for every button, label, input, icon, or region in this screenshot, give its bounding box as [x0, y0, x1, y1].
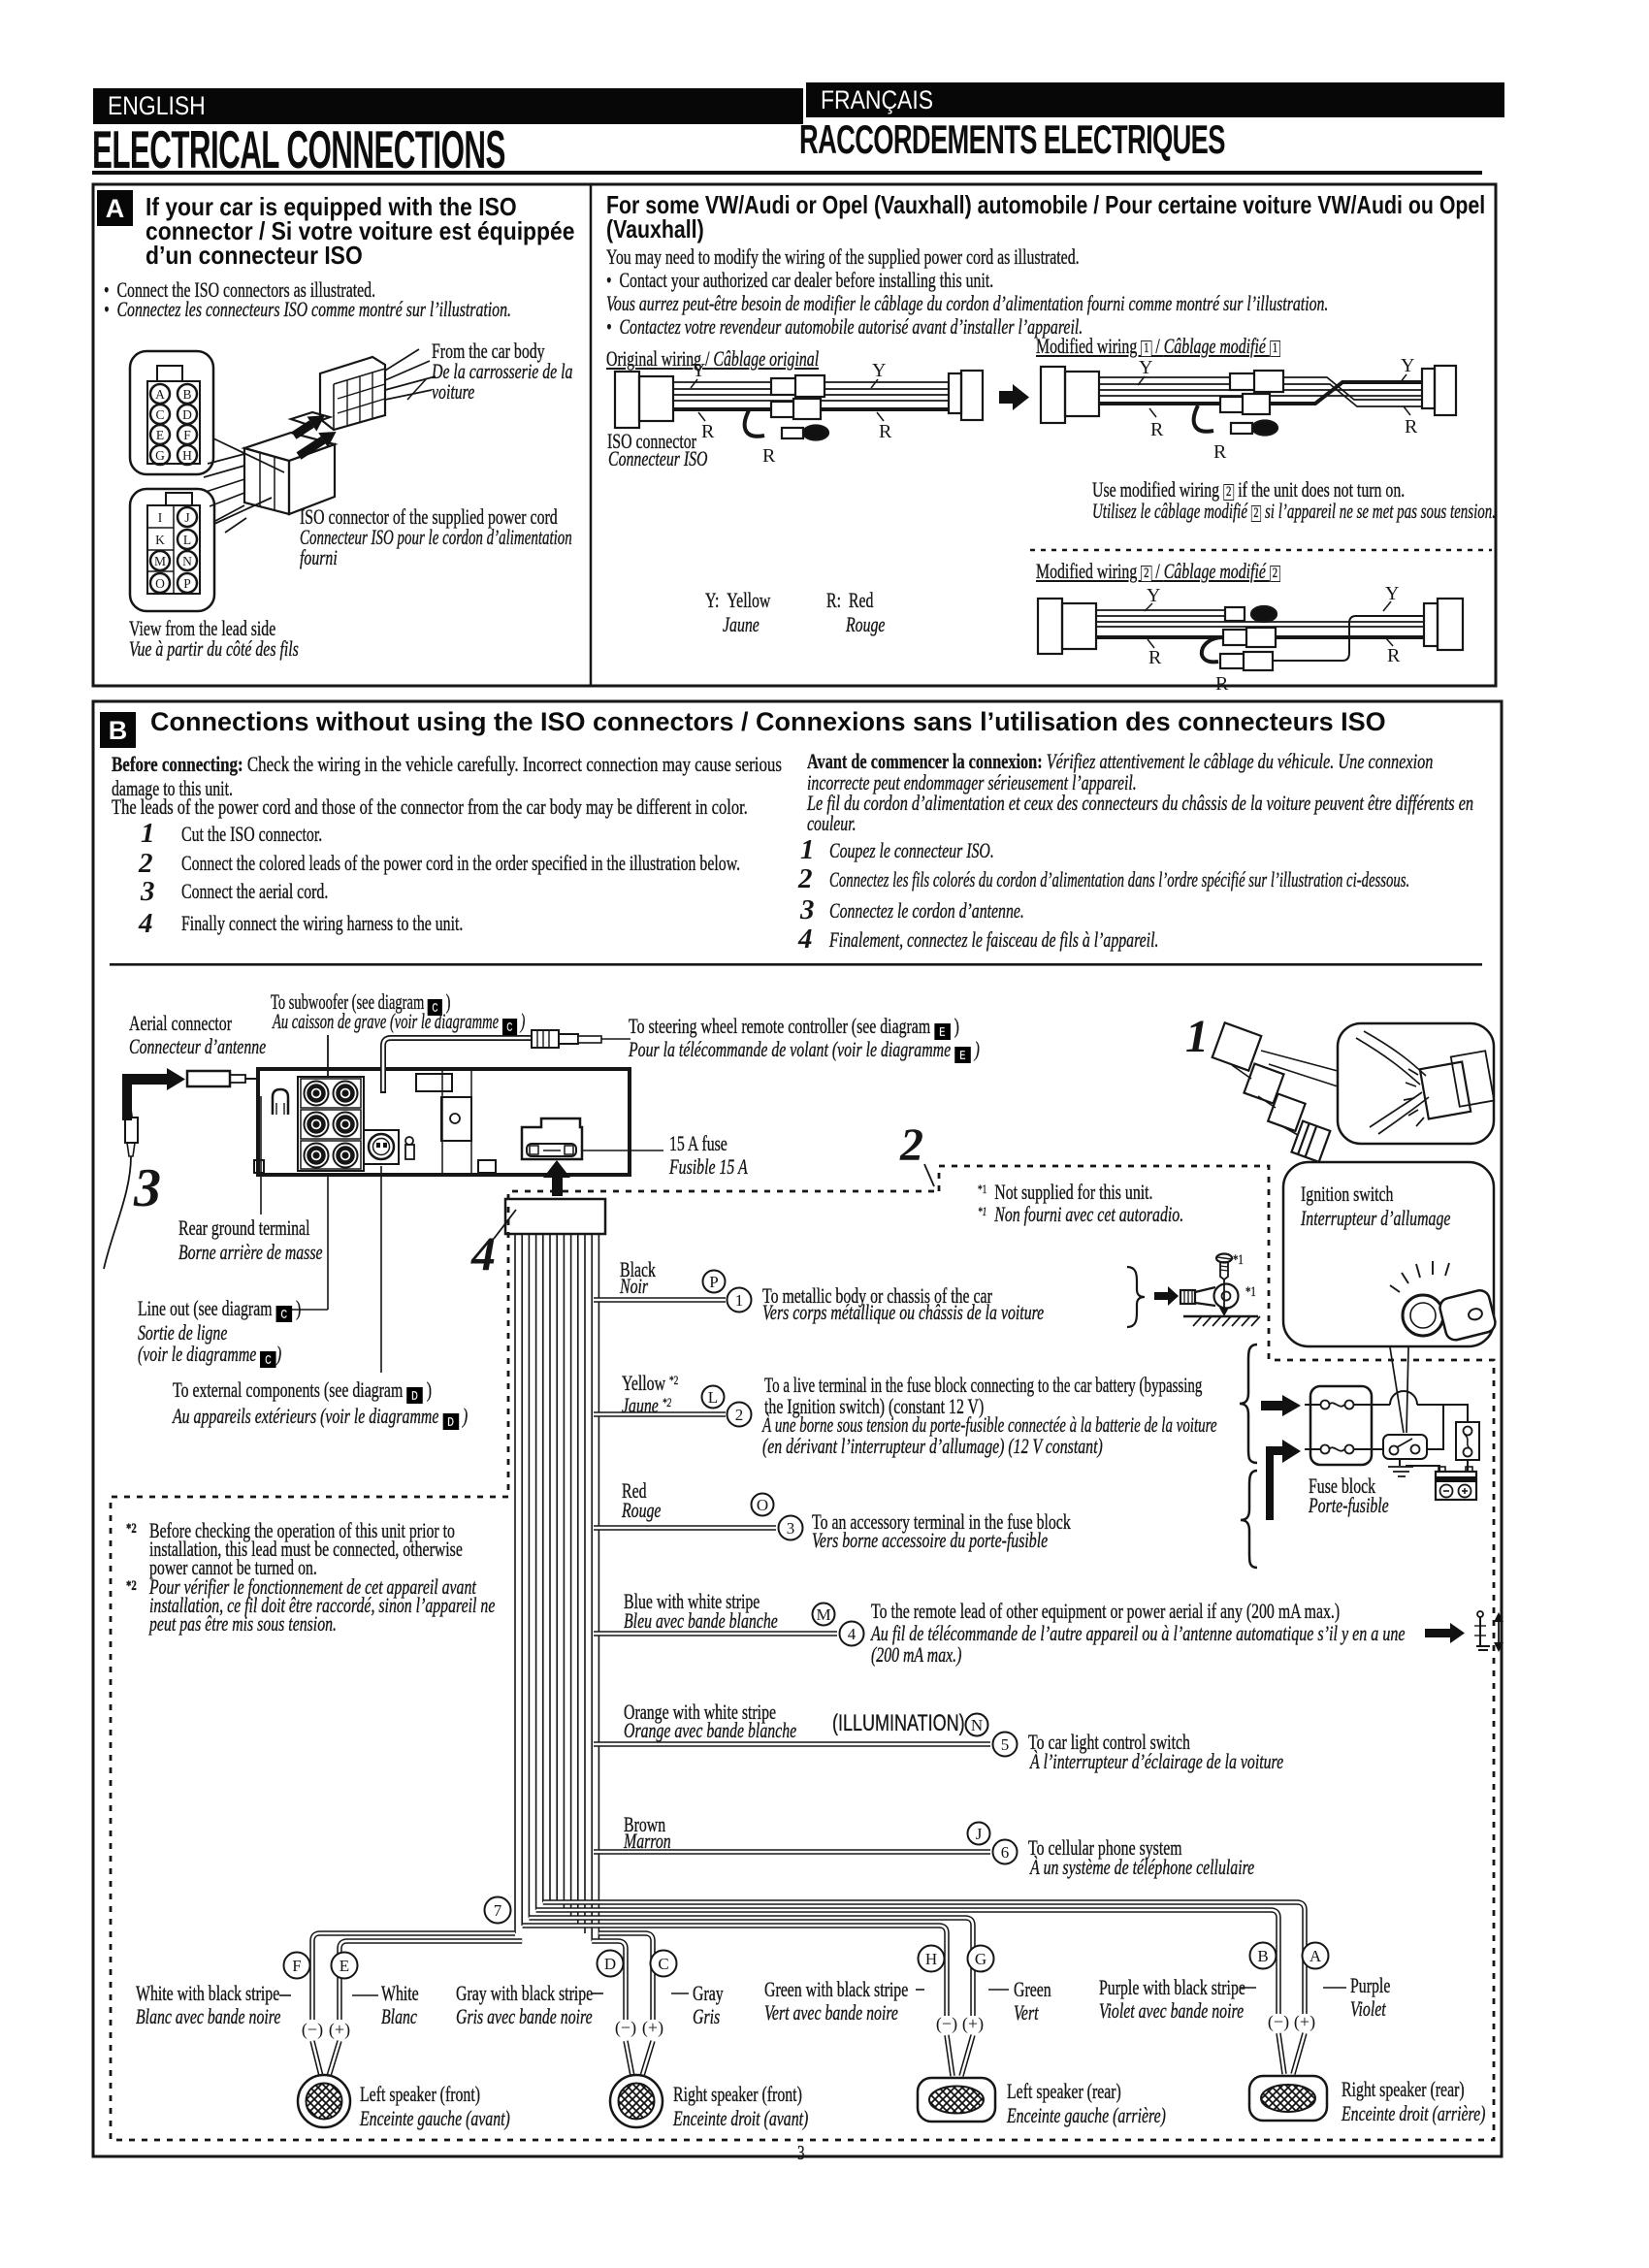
svg-text:(+): (+): [329, 2020, 350, 2040]
svg-text:D: D: [604, 1955, 616, 1973]
svg-text:H: H: [182, 448, 192, 463]
svg-text:R: R: [1213, 441, 1227, 463]
svg-text:G: G: [155, 448, 165, 463]
svg-text:A: A: [155, 387, 165, 402]
svg-text:B: B: [182, 387, 191, 402]
svg-text:M: M: [816, 1605, 830, 1624]
svg-text:P: P: [709, 1273, 718, 1291]
svg-text:N: N: [971, 1716, 983, 1734]
svg-text:(−): (−): [302, 2020, 323, 2040]
svg-text:A: A: [106, 194, 125, 223]
svg-text:G: G: [975, 1950, 986, 1968]
svg-text:(−): (−): [936, 2014, 957, 2034]
svg-text:R: R: [879, 421, 892, 442]
svg-text:C: C: [658, 1955, 668, 1973]
svg-text:Y: Y: [1139, 357, 1152, 378]
svg-text:O: O: [155, 576, 165, 591]
svg-text:L: L: [183, 533, 191, 547]
svg-text:Y: Y: [1147, 585, 1160, 606]
svg-text:6: 6: [1001, 1843, 1010, 1862]
svg-text:Y: Y: [1401, 355, 1414, 376]
svg-text:N: N: [182, 554, 192, 568]
svg-text:F: F: [292, 1957, 301, 1975]
svg-text:R: R: [1405, 416, 1418, 437]
svg-text:P: P: [183, 576, 191, 591]
svg-text:D: D: [182, 407, 192, 422]
svg-text:(+): (+): [1294, 2012, 1315, 2032]
svg-text:Y: Y: [692, 360, 705, 381]
svg-text:C: C: [155, 407, 164, 422]
svg-text:M: M: [154, 554, 166, 568]
svg-text:J: J: [184, 510, 189, 525]
svg-text:H: H: [925, 1950, 937, 1968]
svg-text:L: L: [708, 1388, 718, 1407]
svg-text:(+): (+): [962, 2014, 984, 2034]
svg-text:R: R: [1387, 645, 1401, 666]
svg-text:B: B: [109, 716, 128, 745]
svg-text:4: 4: [848, 1625, 857, 1643]
svg-text:3: 3: [787, 1519, 795, 1538]
svg-text:B: B: [1257, 1947, 1268, 1965]
svg-text:7: 7: [494, 1901, 502, 1920]
svg-text:F: F: [183, 428, 191, 442]
svg-text:J: J: [976, 1825, 983, 1843]
svg-text:(+): (+): [642, 2018, 663, 2038]
svg-text:I: I: [158, 510, 163, 525]
svg-text:Y: Y: [872, 360, 886, 381]
svg-text:Y: Y: [1385, 583, 1399, 604]
svg-text:A: A: [1310, 1947, 1322, 1965]
svg-text:(−): (−): [615, 2018, 636, 2038]
svg-text:5: 5: [1001, 1735, 1010, 1754]
svg-text:K: K: [155, 533, 165, 547]
svg-text:E: E: [156, 428, 164, 442]
svg-text:R: R: [701, 421, 715, 442]
svg-text:E: E: [340, 1957, 349, 1975]
svg-text:O: O: [757, 1496, 768, 1514]
svg-text:1: 1: [735, 1291, 744, 1310]
svg-text:R: R: [1215, 673, 1229, 695]
svg-text:2: 2: [735, 1406, 744, 1424]
svg-text:(−): (−): [1268, 2012, 1289, 2032]
svg-text:R: R: [1150, 419, 1164, 440]
svg-text:R: R: [1148, 647, 1162, 668]
svg-text:R: R: [762, 445, 776, 467]
